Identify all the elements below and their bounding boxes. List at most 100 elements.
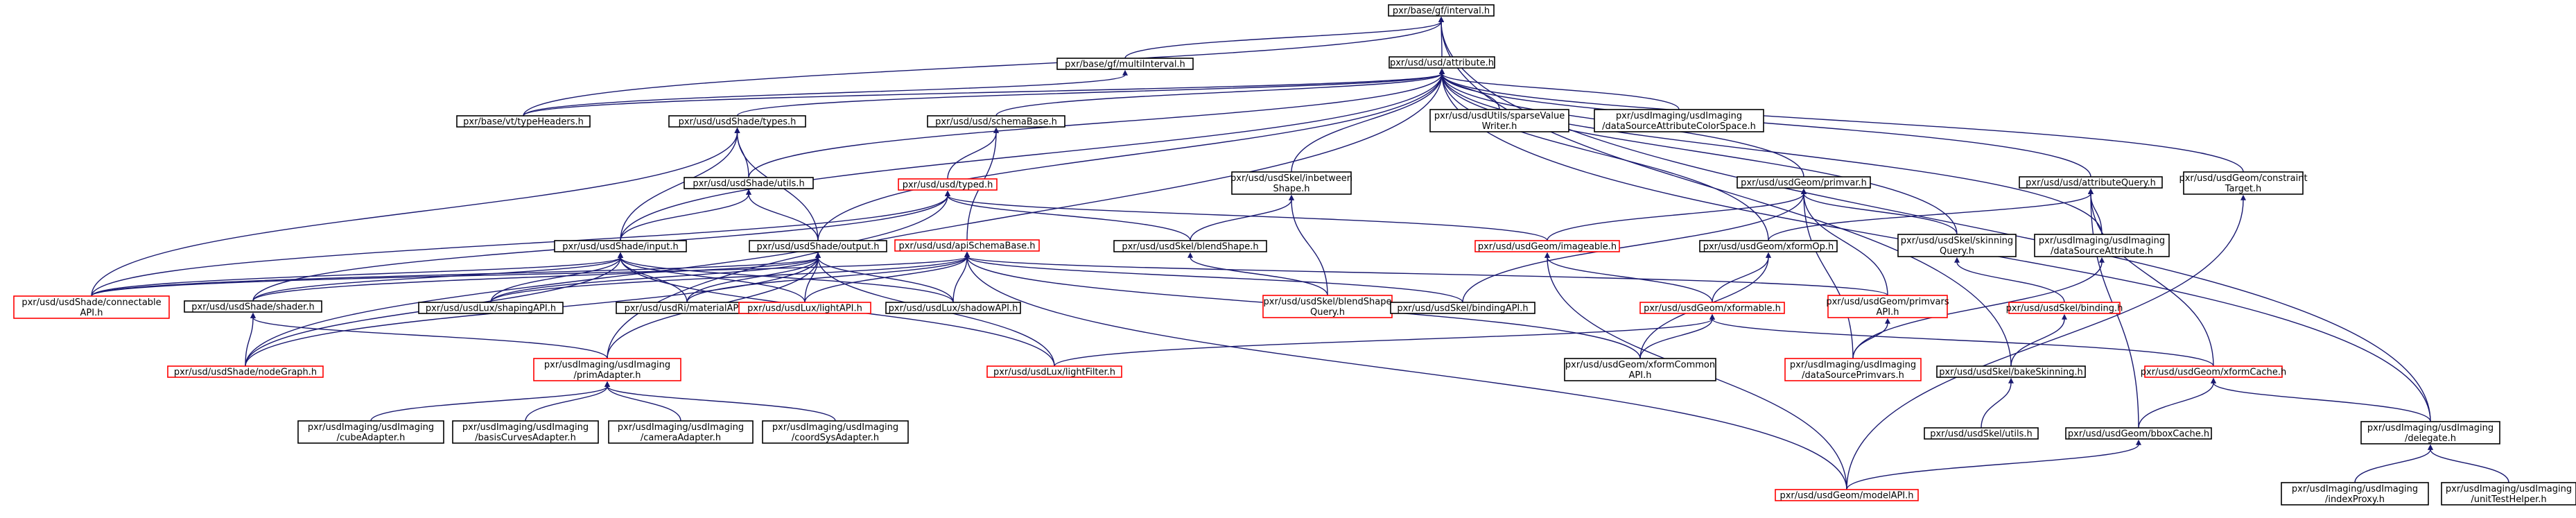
node-box[interactable] xyxy=(2008,302,2121,314)
node-box[interactable] xyxy=(1897,234,2017,257)
node-box[interactable] xyxy=(1231,171,1352,195)
graph-node-modelAPI[interactable]: pxr/usd/usdGeom/modelAPI.h xyxy=(1775,489,1919,501)
node-box[interactable] xyxy=(1594,109,1764,132)
node-box[interactable] xyxy=(2441,482,2576,506)
graph-node-primAdapter[interactable]: pxr/usdImaging/usdImaging/primAdapter.h xyxy=(533,358,681,381)
graph-node-skelBinding[interactable]: pxr/usd/usdSkel/binding.h xyxy=(2006,302,2123,314)
graph-node-shadeOutput[interactable]: pxr/usd/usdShade/output.h xyxy=(749,240,887,252)
node-box[interactable] xyxy=(1429,109,1569,132)
node-box[interactable] xyxy=(986,365,1122,378)
graph-node-cubeAdapter[interactable]: pxr/usdImaging/usdImaging/cubeAdapter.h xyxy=(297,420,444,444)
node-box[interactable] xyxy=(898,178,998,191)
graph-node-indexProxy[interactable]: pxr/usdImaging/usdImaging/indexProxy.h xyxy=(2281,482,2429,506)
node-box[interactable] xyxy=(608,420,754,444)
node-box[interactable] xyxy=(1056,58,1194,70)
node-box[interactable] xyxy=(927,115,1065,128)
node-box[interactable] xyxy=(2144,365,2283,378)
node-box[interactable] xyxy=(1390,302,1535,314)
graph-node-interval[interactable]: pxr/base/gf/interval.h xyxy=(1388,4,1495,17)
graph-node-lightFilter[interactable]: pxr/usd/usdLux/lightFilter.h xyxy=(986,365,1122,378)
graph-node-primvar[interactable]: pxr/usd/usdGeom/primvar.h xyxy=(1737,176,1871,189)
graph-node-materialAPI[interactable]: pxr/usd/usdRi/materialAPI.h xyxy=(616,302,758,314)
graph-node-multiInterval[interactable]: pxr/base/gf/multiInterval.h xyxy=(1056,58,1194,70)
graph-node-apiSchemaBase[interactable]: pxr/usd/usd/apiSchemaBase.h xyxy=(894,239,1040,252)
node-box[interactable] xyxy=(418,302,564,314)
node-box[interactable] xyxy=(1113,240,1267,252)
graph-node-dsAttrColorSpace[interactable]: pxr/usdImaging/usdImaging/dataSourceAttr… xyxy=(1594,109,1764,132)
node-box[interactable] xyxy=(1827,295,1948,318)
graph-node-bboxCache[interactable]: pxr/usd/usdGeom/bboxCache.h xyxy=(2065,427,2212,440)
graph-node-imageable[interactable]: pxr/usd/usdGeom/imageable.h xyxy=(1474,240,1620,252)
node-box[interactable] xyxy=(184,300,322,313)
graph-node-blendShape[interactable]: pxr/usd/usdSkel/blendShape.h xyxy=(1113,240,1267,252)
node-box[interactable] xyxy=(13,295,170,319)
graph-node-skelUtils[interactable]: pxr/usd/usdSkel/utils.h xyxy=(1924,427,2039,440)
node-box[interactable] xyxy=(684,177,814,189)
graph-node-attributeQuery[interactable]: pxr/usd/usd/attributeQuery.h xyxy=(2019,176,2163,189)
graph-node-schemaBase[interactable]: pxr/usd/usd/schemaBase.h xyxy=(927,115,1065,128)
node-box[interactable] xyxy=(1474,240,1620,252)
node-box[interactable] xyxy=(1262,295,1393,318)
graph-node-shadeTypes[interactable]: pxr/usd/usdShade/types.h xyxy=(668,115,806,128)
graph-node-xformCache[interactable]: pxr/usd/usdGeom/xformCache.h xyxy=(2141,365,2286,378)
node-box[interactable] xyxy=(762,420,909,444)
graph-node-dsPrimvars[interactable]: pxr/usdImaging/usdImaging/dataSourcePrim… xyxy=(1784,358,1922,381)
node-box[interactable] xyxy=(1737,176,1871,189)
node-box[interactable] xyxy=(2019,176,2163,189)
node-box[interactable] xyxy=(749,240,887,252)
graph-node-nodeGraph[interactable]: pxr/usd/usdShade/nodeGraph.h xyxy=(167,365,324,378)
node-box[interactable] xyxy=(1388,4,1495,17)
graph-node-typeHeaders[interactable]: pxr/base/vt/typeHeaders.h xyxy=(456,115,591,128)
graph-node-bakeSkinning[interactable]: pxr/usd/usdSkel/bakeSkinning.h xyxy=(1936,365,2086,378)
node-box[interactable] xyxy=(2360,421,2500,444)
graph-node-attribute[interactable]: pxr/usd/usd/attribute.h xyxy=(1389,56,1495,69)
node-box[interactable] xyxy=(2065,427,2212,440)
graph-node-coordSysAdapter[interactable]: pxr/usdImaging/usdImaging/coordSysAdapte… xyxy=(762,420,909,444)
node-label-line: pxr/usd/usdLux/lightAPI.h xyxy=(747,304,862,314)
graph-node-shadeUtils[interactable]: pxr/usd/usdShade/utils.h xyxy=(684,177,814,189)
node-box[interactable] xyxy=(885,302,1021,314)
node-box[interactable] xyxy=(1775,489,1919,501)
graph-node-basisCurvesAdapter[interactable]: pxr/usdImaging/usdImaging/basisCurvesAda… xyxy=(452,420,599,444)
node-box[interactable] xyxy=(738,302,871,314)
node-box[interactable] xyxy=(554,240,687,252)
node-box[interactable] xyxy=(533,358,681,381)
graph-node-shadeShader[interactable]: pxr/usd/usdShade/shader.h xyxy=(184,300,322,313)
node-box[interactable] xyxy=(1699,240,1838,252)
graph-node-cameraAdapter[interactable]: pxr/usdImaging/usdImaging/cameraAdapter.… xyxy=(608,420,754,444)
graph-node-dsAttribute[interactable]: pxr/usdImaging/usdImaging/dataSourceAttr… xyxy=(2034,234,2170,257)
graph-node-bindingAPI[interactable]: pxr/usd/usdSkel/bindingAPI.h xyxy=(1390,302,1535,314)
node-box[interactable] xyxy=(1936,365,2086,378)
graph-node-shapingAPI[interactable]: pxr/usd/usdLux/shapingAPI.h xyxy=(418,302,564,314)
node-box[interactable] xyxy=(668,115,806,128)
graph-node-delegate[interactable]: pxr/usdImaging/usdImaging/delegate.h xyxy=(2360,421,2500,444)
node-box[interactable] xyxy=(2034,234,2170,257)
node-box[interactable] xyxy=(1564,358,1716,381)
node-box[interactable] xyxy=(297,420,444,444)
node-box[interactable] xyxy=(1784,358,1922,381)
graph-node-typed[interactable]: pxr/usd/usd/typed.h xyxy=(898,178,998,191)
node-box[interactable] xyxy=(1639,302,1785,314)
graph-node-shadowAPI[interactable]: pxr/usd/usdLux/shadowAPI.h xyxy=(885,302,1021,314)
graph-node-unitTestHelper[interactable]: pxr/usdImaging/usdImaging/unitTestHelper… xyxy=(2441,482,2576,506)
node-box[interactable] xyxy=(2183,171,2304,195)
node-box[interactable] xyxy=(1924,427,2039,440)
graph-node-shadeInput[interactable]: pxr/usd/usdShade/input.h xyxy=(554,240,687,252)
node-box[interactable] xyxy=(452,420,599,444)
node-box[interactable] xyxy=(1389,56,1495,69)
graph-node-xformable[interactable]: pxr/usd/usdGeom/xformable.h xyxy=(1639,302,1785,314)
node-box[interactable] xyxy=(456,115,591,128)
node-box[interactable] xyxy=(894,239,1040,252)
graph-node-lightAPI[interactable]: pxr/usd/usdLux/lightAPI.h xyxy=(738,302,871,314)
graph-node-xformOp[interactable]: pxr/usd/usdGeom/xformOp.h xyxy=(1699,240,1838,252)
node-box[interactable] xyxy=(2281,482,2429,506)
node-box[interactable] xyxy=(167,365,324,378)
